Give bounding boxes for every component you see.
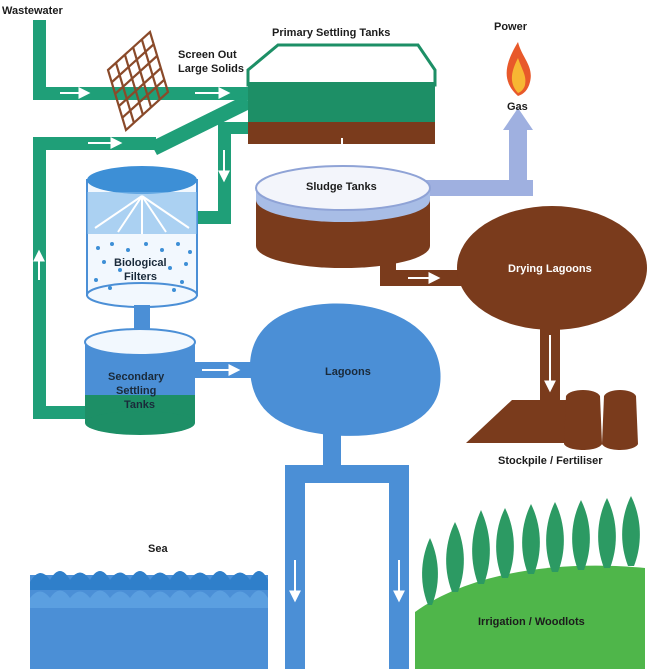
sea-label: Sea xyxy=(148,543,168,555)
drying-lagoons xyxy=(457,206,647,402)
sludge-tanks xyxy=(255,165,431,268)
sea xyxy=(30,571,268,669)
biological-filters xyxy=(86,166,198,308)
influent-flow-arrows xyxy=(33,87,231,280)
sludge-pipe xyxy=(380,255,470,286)
gas-label: Gas xyxy=(507,101,528,113)
wastewater-label: Wastewater xyxy=(2,5,63,17)
gas-pipe xyxy=(418,108,533,196)
power-label: Power xyxy=(494,21,528,33)
biological-label-line1: Biological xyxy=(114,257,167,269)
stockpile-label: Stockpile / Fertiliser xyxy=(498,455,603,467)
fertiliser-sack-icon xyxy=(564,390,638,450)
secondary-label-line1: Secondary xyxy=(108,371,165,383)
biological-label-line2: Filters xyxy=(124,271,157,283)
sludge-tanks-label: Sludge Tanks xyxy=(306,181,377,193)
secondary-settling-tanks xyxy=(84,328,196,435)
irrigation-label: Irrigation / Woodlots xyxy=(478,616,585,628)
outflow-pipes xyxy=(285,465,409,669)
screen-grid xyxy=(106,30,170,132)
flame-icon xyxy=(506,42,531,96)
outflow-arrows xyxy=(289,560,405,603)
lagoons xyxy=(249,303,441,478)
primary-settling-tanks xyxy=(246,43,437,144)
secondary-label-line2: Settling xyxy=(116,385,156,397)
secondary-label-line3: Tanks xyxy=(124,399,155,411)
drying-lagoons-label: Drying Lagoons xyxy=(508,263,592,275)
screen-label-line1: Screen Out xyxy=(178,49,237,61)
lagoons-label: Lagoons xyxy=(325,366,371,378)
screen-label-line2: Large Solids xyxy=(178,63,244,75)
tree-icons xyxy=(422,496,640,605)
stockpile-heap xyxy=(466,400,570,443)
primary-settling-label: Primary Settling Tanks xyxy=(272,27,390,39)
lagoon-feed-pipe xyxy=(195,362,255,378)
irrigation-woodlots xyxy=(415,565,645,669)
